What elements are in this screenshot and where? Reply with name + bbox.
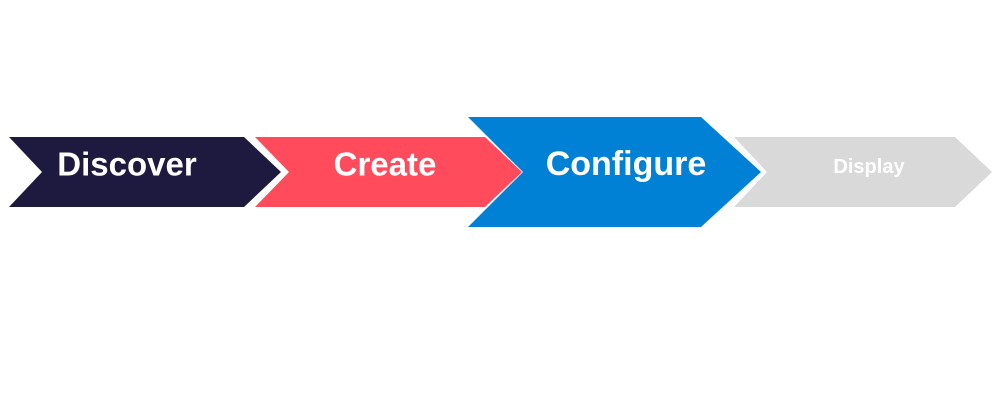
step-configure-chevron <box>468 117 761 227</box>
step-discover-label: Discover <box>57 146 197 183</box>
step-create-label: Create <box>334 146 437 183</box>
step-create-chevron <box>255 137 522 207</box>
step-display[interactable]: Display <box>734 137 992 207</box>
step-display-chevron <box>734 137 992 207</box>
step-configure[interactable]: Configure <box>468 117 761 227</box>
step-display-label: Display <box>833 156 905 178</box>
step-configure-label: Configure <box>546 145 707 183</box>
step-create[interactable]: Create <box>255 137 522 207</box>
step-discover-chevron <box>9 137 281 207</box>
step-discover[interactable]: Discover <box>9 137 281 207</box>
